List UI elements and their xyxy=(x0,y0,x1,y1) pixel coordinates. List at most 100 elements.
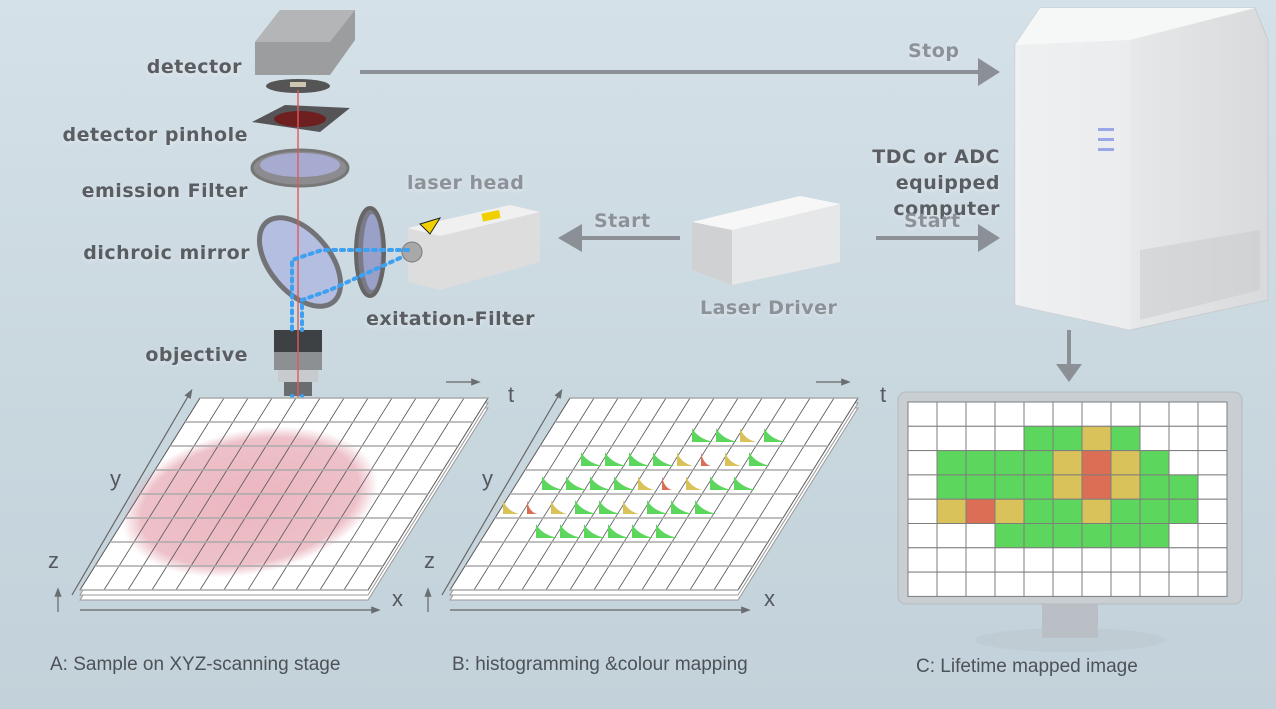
lifetime-pixel xyxy=(1197,498,1228,525)
lifetime-pixel xyxy=(1168,425,1199,452)
stage-b-grid xyxy=(424,378,859,614)
label-laser-driver: Laser Driver xyxy=(700,297,838,319)
axis-x-b: x xyxy=(764,586,775,611)
lifetime-pixel xyxy=(1081,450,1112,476)
lifetime-pixel xyxy=(994,571,1025,597)
lifetime-pixel xyxy=(907,425,938,452)
lifetime-pixel xyxy=(965,498,996,525)
decay-histogram xyxy=(542,476,564,490)
lifetime-pixel xyxy=(936,425,967,452)
lifetime-pixel xyxy=(1139,498,1170,525)
decay-histogram xyxy=(692,428,714,442)
lifetime-pixel xyxy=(936,498,967,525)
lifetime-pixel xyxy=(1197,474,1228,500)
lifetime-pixel xyxy=(1052,498,1083,525)
lifetime-pixel xyxy=(1139,571,1170,597)
lifetime-pixel xyxy=(1139,474,1170,500)
detector-pinhole-device xyxy=(252,105,350,132)
decay-histogram xyxy=(629,452,651,466)
lifetime-pixel xyxy=(1023,498,1054,525)
decay-histogram xyxy=(623,500,639,514)
decay-histogram xyxy=(614,476,636,490)
lifetime-pixel xyxy=(936,523,967,549)
lifetime-pixel xyxy=(1110,498,1141,525)
decay-histogram xyxy=(716,428,738,442)
monitor-stand xyxy=(1042,598,1098,638)
lifetime-pixel xyxy=(1052,571,1083,597)
lifetime-pixel xyxy=(1052,523,1083,549)
lifetime-pixel xyxy=(1023,571,1054,597)
lifetime-pixel xyxy=(994,450,1025,476)
label-computer-line1: TDC or ADC xyxy=(872,146,1000,168)
decay-histogram xyxy=(677,452,693,466)
label-computer-line2: equipped xyxy=(895,172,1000,194)
lifetime-pixel xyxy=(1052,474,1083,500)
stage-a-grid xyxy=(54,378,489,614)
label-objective: objective xyxy=(145,344,248,366)
decay-histogram xyxy=(503,500,519,514)
start-arrow-to-computer xyxy=(876,224,1000,252)
lifetime-pixel xyxy=(1110,401,1141,427)
axis-y-line xyxy=(71,388,193,596)
decay-histogram xyxy=(638,476,654,490)
lifetime-pixel xyxy=(1110,571,1141,597)
label-detector: detector xyxy=(146,56,242,78)
lifetime-pixel xyxy=(1110,474,1141,500)
lifetime-pixel xyxy=(994,498,1025,525)
label-laser-head: laser head xyxy=(407,172,525,194)
label-detector-pinhole: detector pinhole xyxy=(62,124,248,146)
lifetime-pixel xyxy=(907,498,938,525)
lifetime-pixel xyxy=(1197,401,1228,427)
decay-histogram xyxy=(608,524,630,538)
decay-histogram xyxy=(749,452,771,466)
lifetime-pixel xyxy=(1168,474,1199,500)
lifetime-pixel xyxy=(907,523,938,549)
monitor-base xyxy=(975,628,1165,652)
decay-histogram xyxy=(764,428,786,442)
lifetime-pixel xyxy=(907,401,938,427)
start-arrow-to-laser xyxy=(558,224,680,252)
lifetime-pixel xyxy=(1081,498,1112,525)
label-start-right: Start xyxy=(904,210,961,232)
decay-histogram xyxy=(686,476,702,490)
label-stop: Stop xyxy=(908,40,960,62)
lifetime-pixel xyxy=(936,401,967,427)
lifetime-pixel xyxy=(1168,547,1199,573)
lifetime-pixel xyxy=(907,571,938,597)
laser-driver-box xyxy=(692,196,840,285)
decay-histogram xyxy=(566,476,588,490)
axis-t-a: t xyxy=(508,382,515,407)
decay-histogram xyxy=(551,500,567,514)
computer-tower xyxy=(1014,7,1269,331)
emission-filter-device xyxy=(250,148,350,188)
lifetime-pixel xyxy=(1110,450,1141,476)
lifetime-pixel xyxy=(1023,474,1054,500)
axis-y-b: y xyxy=(482,466,493,491)
axis-x-a: x xyxy=(392,586,403,611)
lifetime-pixel xyxy=(994,523,1025,549)
lifetime-pixel xyxy=(1197,547,1228,573)
lifetime-pixel xyxy=(1139,547,1170,573)
lifetime-pixel xyxy=(1139,401,1170,427)
label-start-left: Start xyxy=(594,210,651,232)
lifetime-pixel xyxy=(994,547,1025,573)
axis-y-line xyxy=(441,388,563,596)
lifetime-pixel xyxy=(1168,401,1199,427)
lifetime-pixel xyxy=(1023,425,1054,452)
lifetime-pixel xyxy=(1197,523,1228,549)
decay-histogram xyxy=(653,452,675,466)
lifetime-pixel xyxy=(1081,425,1112,452)
decay-histogram xyxy=(671,500,693,514)
decay-histogram xyxy=(662,476,672,490)
lifetime-pixel xyxy=(1081,571,1112,597)
lifetime-pixel xyxy=(965,425,996,452)
lifetime-pixel xyxy=(1197,425,1228,452)
lifetime-pixel xyxy=(1081,474,1112,500)
lifetime-pixel xyxy=(1110,425,1141,452)
decay-histogram xyxy=(605,452,627,466)
caption-a: A: Sample on XYZ-scanning stage xyxy=(50,654,341,675)
lifetime-pixel xyxy=(1052,450,1083,476)
lifetime-pixel xyxy=(1081,547,1112,573)
decay-histogram xyxy=(740,428,756,442)
